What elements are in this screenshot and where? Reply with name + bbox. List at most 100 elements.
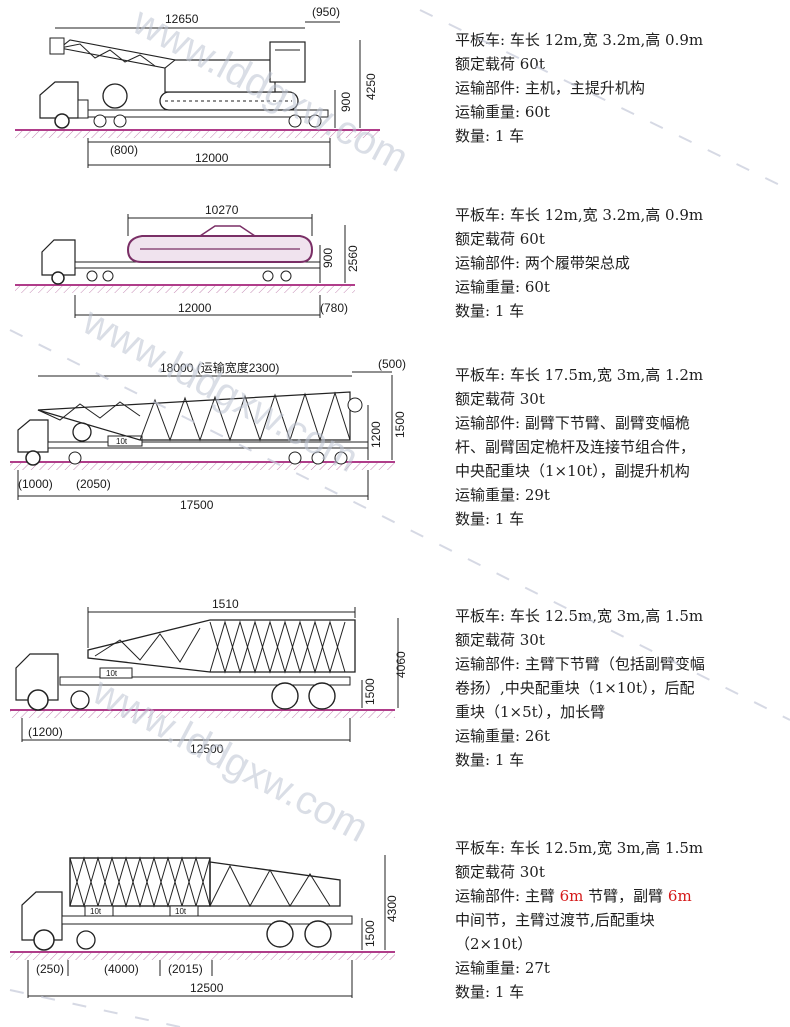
dim-right-b-label: 1500 [363, 920, 377, 947]
spec-quantity: 数量: 1 车 [455, 302, 525, 320]
winch-drum [72, 422, 92, 442]
dim-right-b-label: 900 [321, 248, 335, 268]
dim-bottom-label: 12500 [190, 742, 224, 756]
dim-bottom-left-c-label: (2015) [168, 962, 203, 976]
dim-right-a-label: 4060 [394, 651, 408, 678]
trailer-wheel [266, 920, 294, 948]
truck-cab [17, 419, 49, 453]
counterweight-tag-b: 10t [175, 907, 187, 916]
crawler-track [159, 91, 299, 111]
trailer-wheel [93, 114, 107, 128]
counterweight-block [169, 905, 199, 917]
spec-trailer: 平板车: 车长 12.5m,宽 3m,高 1.5m [455, 607, 704, 625]
spec-block-2: 平板车: 车长 12m,宽 3.2m,高 0.9m 额定载荷 60t 运输部件:… [455, 203, 705, 323]
dim-bottom-label: 12000 [178, 301, 212, 315]
dim-bottom-label: 17500 [180, 498, 214, 512]
spec-components-part: 中间节，主臂过渡节,后配重块（2×10t） [455, 911, 655, 953]
trailer-wheel [308, 114, 322, 128]
trailer-wheel [113, 114, 127, 128]
dim-right-b-label: 1500 [363, 678, 377, 705]
truck-cab [39, 81, 79, 119]
dim-bottom-left-a-label: (250) [36, 962, 64, 976]
spec-rated-load: 额定载荷 60t [455, 230, 545, 248]
spec-trailer: 平板车: 车长 12m,宽 3.2m,高 0.9m [455, 206, 704, 224]
spec-components: 运输部件: 主臂 6m 节臂，副臂 6m 中间节，主臂过渡节,后配重块（2×10t… [455, 884, 705, 956]
dim-bottom-left-b-label: (2050) [76, 477, 111, 491]
diagram-4: 10t 1510 4060 1500 (1200) 12500 [10, 597, 408, 756]
truck-wheel [51, 271, 65, 285]
dim-right-a-label: 1500 [393, 411, 407, 438]
truck-wheel [25, 450, 41, 466]
trailer-wheel [102, 270, 114, 282]
counterweight-tag: 10t [116, 437, 128, 446]
spec-rated-load: 额定载荷 30t [455, 390, 545, 408]
sheave [347, 397, 363, 413]
dim-right-b-label: 1200 [369, 421, 383, 448]
spec-weight: 运输重量: 60t [455, 278, 550, 296]
dim-right-b-label: 900 [339, 92, 353, 112]
spec-weight: 运输重量: 26t [455, 727, 550, 745]
dim-right-a-label: 4250 [364, 73, 378, 100]
dim-top-label: 18000 (运输宽度2300) [160, 360, 279, 375]
truck-wheel [70, 690, 90, 710]
spec-weight: 运输重量: 27t [455, 959, 550, 977]
trailer-bed [47, 441, 369, 449]
counterweight-block [84, 905, 114, 917]
spec-quantity: 数量: 1 车 [455, 983, 525, 1001]
ground-hatch [10, 710, 395, 718]
diagram-3: 10t 18000 (运输宽度2300) (500) 1500 1200 (10… [10, 357, 407, 512]
spec-trailer: 平板车: 车长 12m,宽 3.2m,高 0.9m [455, 31, 704, 49]
spec-block-3: 平板车: 车长 17.5m,宽 3m,高 1.2m 额定载荷 30t 运输部件:… [455, 363, 705, 531]
spec-rated-load: 额定载荷 60t [455, 55, 545, 73]
winch-drum [102, 83, 128, 109]
dim-top-label: 10270 [205, 203, 239, 217]
trailer-wheel [334, 451, 348, 465]
trailer-wheel [262, 270, 274, 282]
trailer-wheel [86, 270, 98, 282]
trailer-wheel [280, 270, 292, 282]
dim-bottom-left-a-label: (1000) [18, 477, 53, 491]
dim-bottom-left-label: (800) [110, 143, 138, 157]
trailer-bed [61, 915, 353, 925]
truck-cab [41, 239, 76, 276]
ground-hatch [15, 285, 355, 293]
diagram-2: 10270 2560 900 12000 (780) [15, 203, 360, 318]
operator-cab [269, 41, 306, 83]
mast-head [49, 37, 65, 55]
spec-trailer: 平板车: 车长 12.5m,宽 3m,高 1.5m [455, 839, 704, 857]
diagram-5: 10t 10t 4300 1500 (250) (4000) (2015) 12… [10, 855, 399, 998]
spec-quantity: 数量: 1 车 [455, 510, 525, 528]
spec-components: 运输部件: 副臂下节臂、副臂变幅桅杆、副臂固定桅杆及连接节组合件，中央配重块（1… [455, 414, 696, 480]
spec-quantity: 数量: 1 车 [455, 751, 525, 769]
spec-quantity: 数量: 1 车 [455, 127, 525, 145]
trailer-wheel [271, 682, 299, 710]
spec-components-part: 节臂，副臂 [583, 887, 668, 905]
trailer-wheel [304, 920, 332, 948]
spec-components-highlight: 6m [667, 887, 692, 905]
ground-hatch [15, 130, 380, 138]
dim-top-label: 1510 [212, 597, 239, 611]
trailer-wheel [288, 451, 302, 465]
dim-bottom-label: 12500 [190, 981, 224, 995]
jib-middle-section [209, 861, 341, 907]
spec-weight: 运输重量: 60t [455, 103, 550, 121]
dim-bottom-label: 12000 [195, 151, 229, 165]
ground-hatch [10, 952, 395, 960]
trailer-wheel [288, 114, 302, 128]
boom-outline [87, 619, 356, 673]
spec-block-1: 平板车: 车长 12m,宽 3.2m,高 0.9m 额定载荷 60t 运输部件:… [455, 28, 705, 148]
spec-trailer: 平板车: 车长 17.5m,宽 3m,高 1.2m [455, 366, 704, 384]
spec-components-highlight: 6m [559, 887, 584, 905]
truck-wheel [76, 930, 96, 950]
spec-components-part: 运输部件: 主臂 [455, 887, 560, 905]
trailer-wheel [311, 451, 325, 465]
dim-bottom-left-b-label: (4000) [104, 962, 139, 976]
spec-components: 运输部件: 主机，主提升机构 [455, 79, 645, 97]
trailer-wheel [308, 682, 336, 710]
dim-top-paren-label: (950) [312, 5, 340, 19]
truck-cab [21, 891, 63, 941]
spec-components: 运输部件: 主臂下节臂（包括副臂变幅卷扬）,中央配重块（1×10t），后配重块（… [455, 655, 705, 721]
diagram-1: 12650 (950) 4250 900 (800) 12000 [15, 5, 380, 168]
upper-body [164, 59, 276, 93]
